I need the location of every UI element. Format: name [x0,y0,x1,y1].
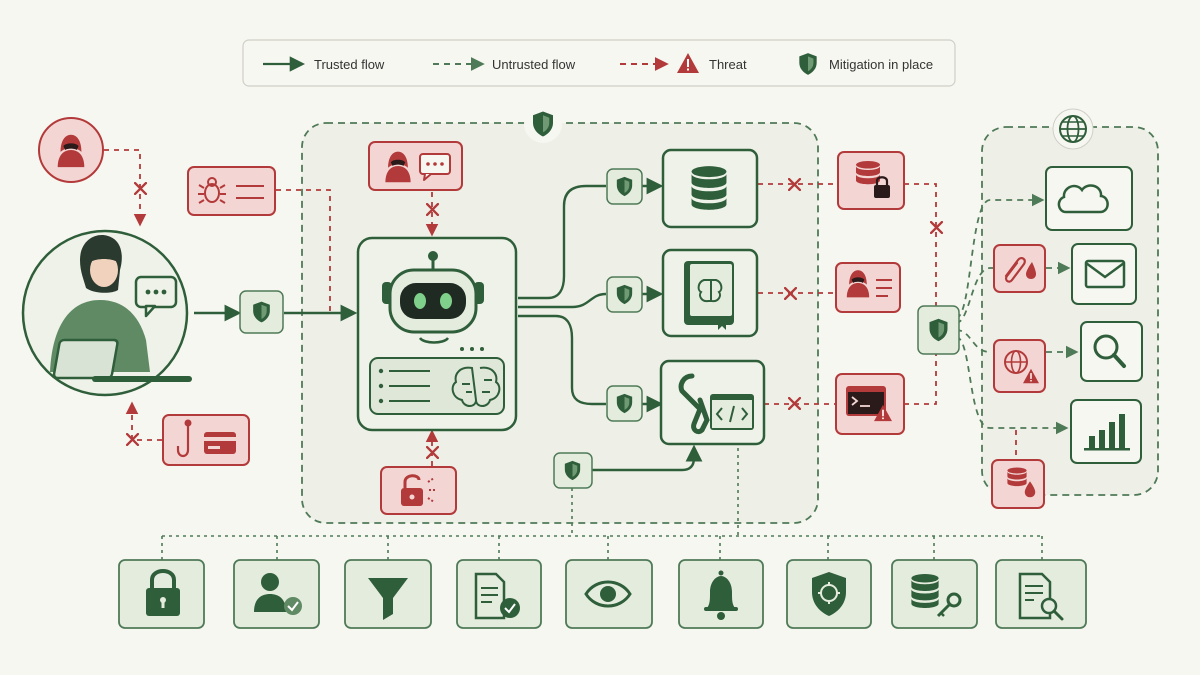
wrench-icon [678,373,710,435]
analytics-service-node [1070,399,1142,464]
document-check-icon [474,572,520,620]
lock-icon [146,569,180,616]
person-with-laptop-icon [50,235,192,382]
brain-book-icon [684,261,734,330]
threat-node-data-poisoning [835,262,901,313]
control-policy [456,559,542,629]
cloud-service-node [1045,166,1133,231]
mail-icon [1084,259,1126,289]
robot-icon [382,251,484,351]
knowledge-base-node [661,248,759,338]
terminal-warning-icon [846,386,892,422]
ai-agent-node [356,236,518,432]
chat-bubble-icon [134,275,178,318]
search-service-node [1080,321,1143,382]
padlock-icon [874,176,890,198]
malware-bug-icon [198,177,226,204]
chat-bubble-icon [419,153,451,181]
control-input-filtering [344,559,432,629]
credit-card-icon [204,432,236,454]
unlocked-padlock-icon [401,474,436,506]
mitigation-code [553,452,593,489]
threat-node-data-exfiltration [837,151,905,210]
threat-node-malicious-attachment [993,244,1046,293]
mitigation-database [606,168,643,205]
threat-node-privilege-escalation [380,466,457,515]
legend-mitigation-label: Mitigation in place [829,57,933,72]
mitigation-egress [917,305,960,355]
key-icon [936,592,962,618]
legend-trusted-flow: Trusted flow [263,56,385,72]
threat-node-external-attacker [38,117,104,183]
database-node [661,148,759,229]
paperclip-icon [1004,257,1036,283]
code-window-icon [710,394,754,430]
threat-node-prompt-injection [368,141,463,191]
eye-icon [584,580,632,608]
tools-node [659,359,766,446]
filter-icon [368,578,408,620]
controls-row [118,559,1087,629]
legend-untrusted-flow: Untrusted flow [433,57,576,72]
legend-mitigation: Mitigation in place [799,53,933,75]
control-access [118,559,205,629]
legend-threat: Threat [620,53,747,73]
legend-threat-label: Threat [709,57,747,72]
control-threat-detection [786,559,872,629]
threat-node-poisoned-data [991,459,1045,509]
cloud-icon [1057,184,1109,214]
bar-chart-icon [1084,414,1130,451]
mitigation-knowledge [606,276,643,313]
document-search-icon [1018,572,1064,621]
threat-node-malware [187,166,276,216]
threat-node-phishing [162,414,250,466]
legend: Trusted flow Untrusted flow Threat Mitig… [242,39,956,87]
drop-icon [1023,478,1037,499]
shield-target-icon [812,572,846,616]
mitigation-user-input [239,290,284,334]
user-check-icon [254,573,302,615]
threat-node-malicious-website [993,339,1046,393]
bell-icon [704,570,738,620]
control-monitoring [565,559,653,629]
agent-memory-panel [369,357,505,415]
email-service-node [1071,243,1137,305]
globe-warning-icon [1004,350,1039,384]
boundary-shield [524,105,562,143]
phishing-hook-icon [176,419,192,458]
control-alerting [678,559,764,629]
brain-icon [451,366,501,407]
control-audit [995,559,1087,629]
control-encryption [891,559,978,629]
search-icon [1093,334,1126,368]
legend-trusted-label: Trusted flow [314,57,385,72]
user-node [21,229,192,397]
mitigation-tools [606,385,643,422]
globe-icon [1052,108,1094,150]
database-icon [1007,467,1027,487]
legend-untrusted-label: Untrusted flow [492,57,576,72]
threat-node-malicious-code [835,373,905,435]
control-identity [233,559,320,629]
